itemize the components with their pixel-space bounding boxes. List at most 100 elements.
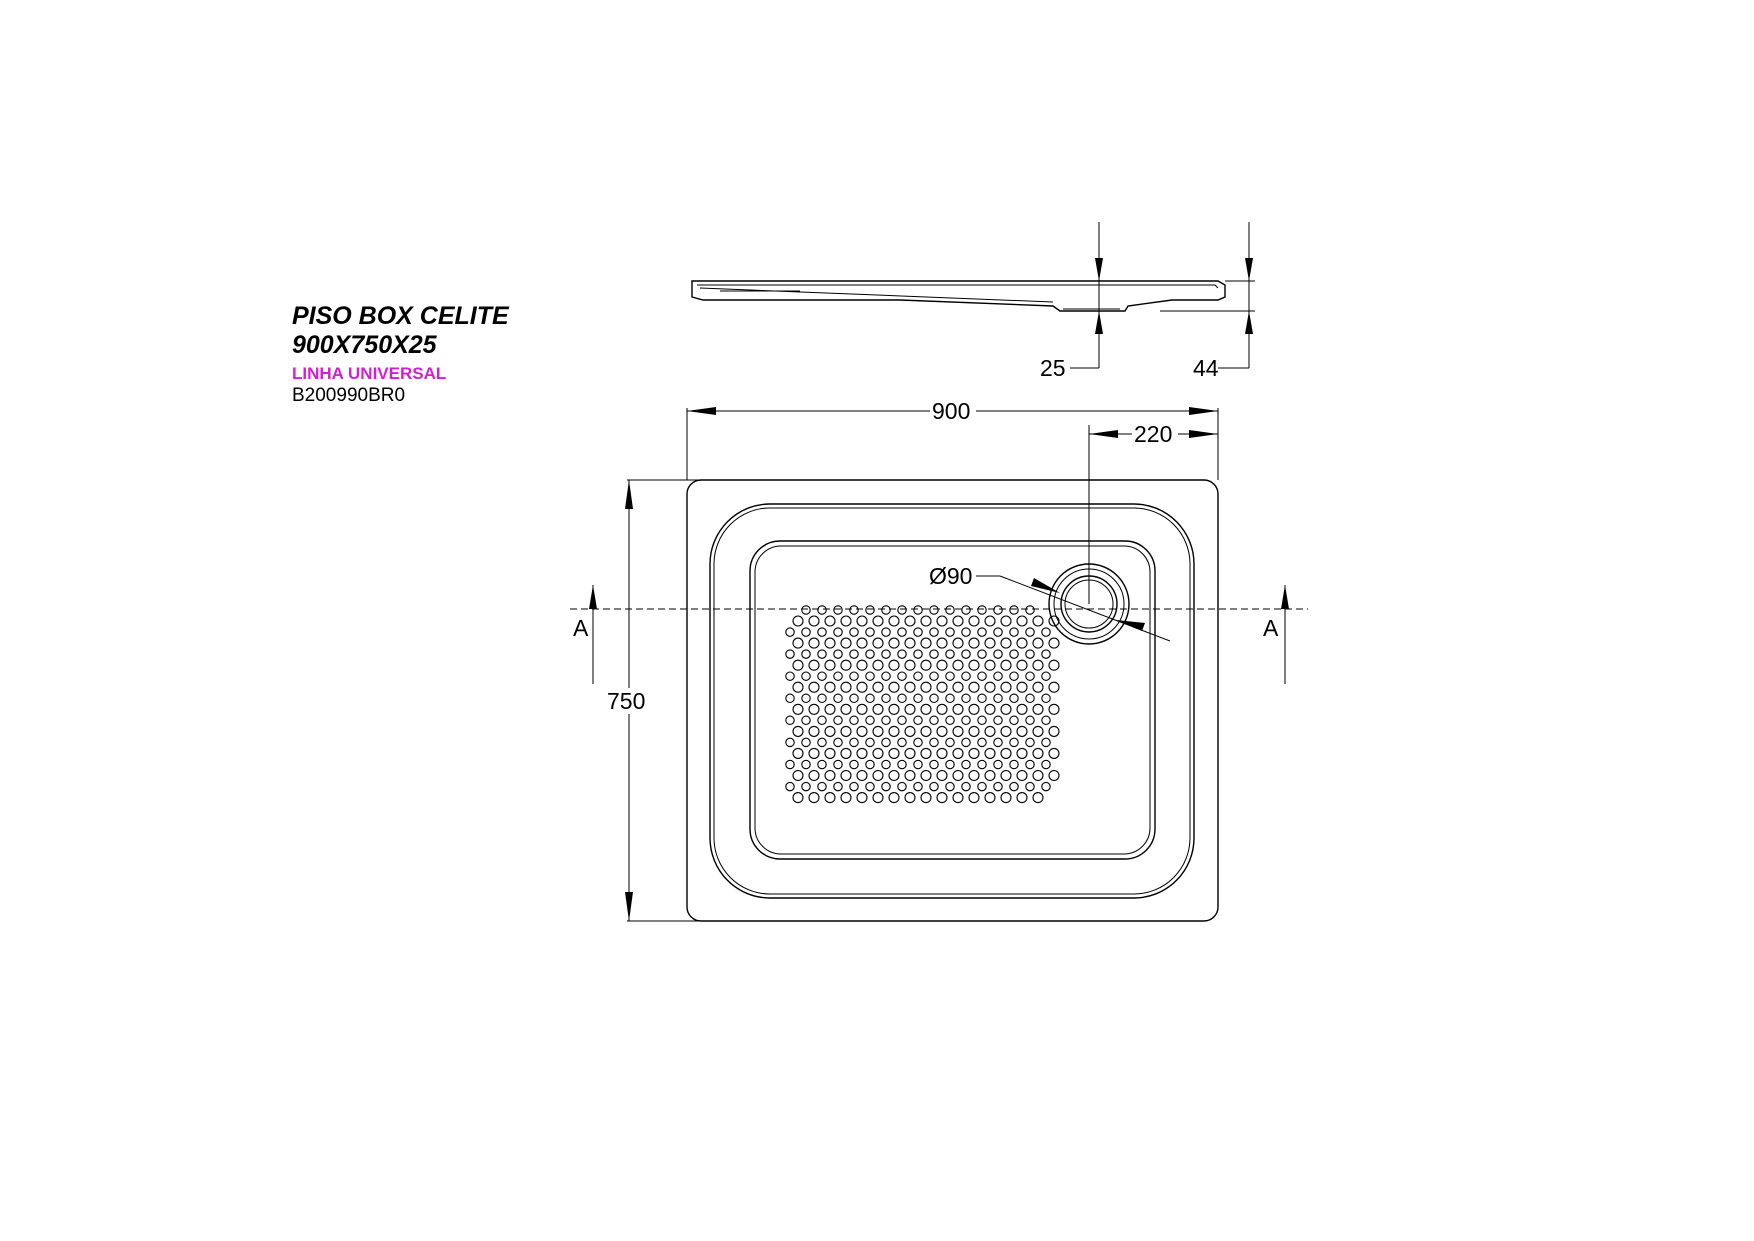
dim-25-label: 25 bbox=[1040, 355, 1066, 381]
anti-slip-dot bbox=[840, 792, 852, 804]
anti-slip-dot bbox=[1000, 769, 1012, 782]
tray-plan bbox=[686, 479, 1219, 922]
anti-slip-dot bbox=[817, 671, 827, 681]
anti-slip-dot bbox=[881, 737, 891, 748]
anti-slip-dot bbox=[897, 715, 907, 726]
anti-slip-dot bbox=[785, 759, 795, 770]
anti-slip-dot bbox=[936, 681, 948, 693]
anti-slip-dot bbox=[984, 637, 996, 649]
anti-slip-dot bbox=[833, 759, 843, 770]
anti-slip-dot bbox=[1016, 615, 1028, 627]
anti-slip-dot bbox=[920, 747, 932, 759]
anti-slip-dot bbox=[1000, 637, 1012, 649]
anti-slip-dot bbox=[1048, 637, 1060, 649]
anti-slip-dot bbox=[824, 725, 836, 737]
anti-slip-dot bbox=[808, 637, 820, 649]
anti-slip-dot bbox=[865, 671, 875, 681]
anti-slip-dot bbox=[849, 693, 859, 704]
anti-slip-dot bbox=[1041, 781, 1051, 792]
anti-slip-dot bbox=[929, 605, 939, 615]
anti-slip-dot bbox=[897, 693, 907, 704]
anti-slip-dot bbox=[968, 769, 980, 782]
anti-slip-dot bbox=[824, 769, 836, 782]
anti-slip-dot bbox=[865, 627, 875, 637]
anti-slip-dot bbox=[968, 615, 980, 627]
anti-slip-dot bbox=[993, 737, 1003, 748]
anti-slip-dot bbox=[872, 725, 884, 737]
anti-slip-dot bbox=[1009, 693, 1019, 704]
anti-slip-dot bbox=[952, 769, 964, 782]
anti-slip-dot bbox=[808, 792, 820, 804]
anti-slip-dot bbox=[1025, 671, 1035, 681]
anti-slip-dot bbox=[785, 693, 795, 704]
product-size: 900X750X25 bbox=[292, 331, 437, 359]
anti-slip-dot bbox=[840, 747, 852, 759]
anti-slip-dot bbox=[801, 759, 811, 770]
anti-slip-dot bbox=[993, 715, 1003, 726]
anti-slip-dot bbox=[856, 615, 868, 627]
anti-slip-dot bbox=[856, 681, 868, 693]
anti-slip-dot bbox=[888, 659, 900, 671]
anti-slip-dot bbox=[865, 693, 875, 704]
anti-slip-dot bbox=[945, 671, 955, 681]
anti-slip-dot bbox=[856, 792, 868, 804]
anti-slip-dot bbox=[984, 725, 996, 737]
anti-slip-dot bbox=[1025, 759, 1035, 770]
anti-slip-dot bbox=[897, 627, 907, 637]
anti-slip-dot bbox=[929, 627, 939, 637]
anti-slip-dot bbox=[888, 703, 900, 715]
anti-slip-dot bbox=[785, 737, 795, 748]
anti-slip-dot bbox=[1048, 703, 1060, 715]
anti-slip-dot bbox=[856, 725, 868, 737]
anti-slip-dot bbox=[1025, 715, 1035, 726]
anti-slip-dot bbox=[1032, 681, 1044, 693]
anti-slip-dot bbox=[856, 703, 868, 715]
anti-slip-dot bbox=[1009, 627, 1019, 637]
anti-slip-dot bbox=[785, 781, 795, 792]
anti-slip-dot bbox=[961, 781, 971, 792]
anti-slip-dot bbox=[840, 615, 852, 627]
anti-slip-dot bbox=[792, 725, 804, 737]
anti-slip-dot bbox=[897, 671, 907, 681]
anti-slip-dot bbox=[913, 781, 923, 792]
anti-slip-dot bbox=[936, 637, 948, 649]
anti-slip-dot bbox=[936, 615, 948, 627]
anti-slip-dot bbox=[904, 637, 916, 649]
anti-slip-dot bbox=[808, 703, 820, 715]
anti-slip-dot bbox=[1009, 759, 1019, 770]
anti-slip-dot bbox=[1048, 769, 1060, 782]
anti-slip-dot bbox=[801, 649, 811, 659]
anti-slip-dot bbox=[1000, 703, 1012, 715]
anti-slip-dot bbox=[1016, 681, 1028, 693]
anti-slip-dot bbox=[984, 769, 996, 782]
anti-slip-dot bbox=[1000, 725, 1012, 737]
anti-slip-dot bbox=[984, 747, 996, 759]
anti-slip-dot bbox=[872, 703, 884, 715]
anti-slip-dot bbox=[785, 715, 795, 726]
anti-slip-dot bbox=[929, 715, 939, 726]
anti-slip-dot bbox=[817, 693, 827, 704]
anti-slip-dot bbox=[968, 703, 980, 715]
anti-slip-dot bbox=[993, 671, 1003, 681]
anti-slip-dot bbox=[849, 759, 859, 770]
anti-slip-dot bbox=[904, 792, 916, 804]
anti-slip-dot bbox=[968, 747, 980, 759]
anti-slip-dot bbox=[1041, 649, 1051, 659]
anti-slip-dot bbox=[801, 715, 811, 726]
anti-slip-dot bbox=[977, 737, 987, 748]
anti-slip-dot bbox=[888, 792, 900, 804]
anti-slip-dot bbox=[833, 781, 843, 792]
anti-slip-dot bbox=[1009, 671, 1019, 681]
anti-slip-dot bbox=[977, 693, 987, 704]
anti-slip-dot bbox=[936, 769, 948, 782]
anti-slip-dot bbox=[792, 703, 804, 715]
anti-slip-dot bbox=[961, 715, 971, 726]
dimension-drain-diameter: Ø90 bbox=[929, 563, 1171, 642]
anti-slip-dot bbox=[968, 792, 980, 804]
anti-slip-dot bbox=[808, 615, 820, 627]
anti-slip-dot bbox=[1009, 649, 1019, 659]
anti-slip-dot bbox=[840, 681, 852, 693]
anti-slip-dot bbox=[1009, 605, 1019, 615]
anti-slip-dot bbox=[792, 659, 804, 671]
